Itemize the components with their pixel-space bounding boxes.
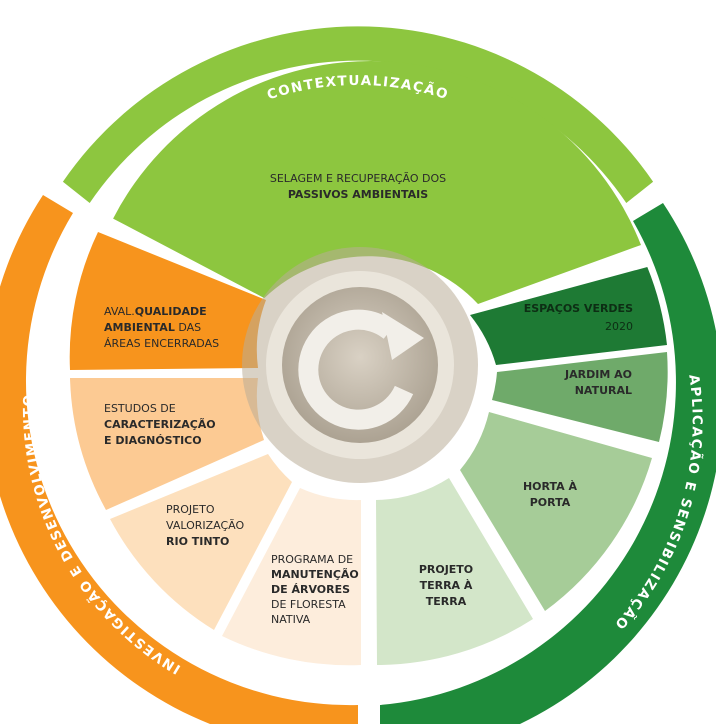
- label-manutencao-line5: NATIVA: [271, 613, 311, 626]
- segment-jardim-ao-natural[interactable]: [492, 352, 668, 442]
- label-aval-prefix: AVAL.: [104, 305, 135, 318]
- label-estudos-line2: CARACTERIZAÇÃO: [104, 418, 216, 431]
- recycle-arrow-icon: [298, 309, 424, 430]
- label-selagem-line1: SELAGEM E RECUPERAÇÃO DOS: [270, 172, 446, 185]
- segment-aval-qualidade[interactable]: [69, 232, 267, 370]
- label-manutencao-line1: PROGRAMA DE: [271, 553, 353, 566]
- segment-rio-tinto[interactable]: [110, 454, 292, 630]
- label-manutencao-line2: MANUTENÇÃO: [271, 568, 359, 581]
- segment-estudos[interactable]: [70, 378, 264, 510]
- label-horta-line1: HORTA À: [523, 480, 578, 493]
- segment-terra-a-terra[interactable]: [376, 478, 533, 665]
- label-manutencao-line4: DE FLORESTA: [271, 598, 346, 611]
- ring-arc-right: [380, 203, 716, 724]
- label-aval-line2: AMBIENTAL DAS: [104, 321, 201, 334]
- label-terra-line2: TERRA À: [420, 579, 473, 592]
- label-jardim-line2: NATURAL: [575, 384, 632, 397]
- label-selagem-line2: PASSIVOS AMBIENTAIS: [288, 188, 428, 201]
- label-horta-line2: PORTA: [530, 496, 571, 509]
- label-aval-das: DAS: [175, 321, 201, 334]
- segment-manutencao-arvores[interactable]: [222, 488, 361, 666]
- label-estudos-line3: E DIAGNÓSTICO: [104, 434, 202, 447]
- label-riotinto-line1: PROJETO: [166, 503, 215, 516]
- segment-selagem[interactable]: [113, 61, 642, 304]
- segment-espacos-verdes[interactable]: [470, 267, 667, 365]
- label-espacos-line1: ESPAÇOS VERDES: [524, 302, 633, 315]
- ring-arc-top: [62, 26, 654, 203]
- label-estudos-line1: ESTUDOS DE: [104, 402, 176, 415]
- label-aval-ambiental: AMBIENTAL: [104, 321, 175, 334]
- label-terra-line3: TERRA: [426, 595, 467, 608]
- label-riotinto-line3: RIO TINTO: [166, 535, 229, 548]
- label-espacos-line2: 2020: [605, 320, 633, 333]
- label-manutencao-line3: DE ÁRVORES: [271, 583, 350, 596]
- label-terra-line1: PROJETO: [419, 563, 473, 576]
- ring-arc-left: [0, 195, 358, 724]
- label-aval-line3: ÁREAS ENCERRADAS: [104, 337, 219, 350]
- segment-horta-a-porta[interactable]: [460, 412, 652, 611]
- label-riotinto-line2: VALORIZAÇÃO: [166, 519, 245, 532]
- label-aval-line1: AVAL.QUALIDADE: [104, 305, 207, 318]
- label-jardim-line1: JARDIM AO: [564, 368, 632, 381]
- label-aval-qualidade: QUALIDADE: [135, 305, 207, 318]
